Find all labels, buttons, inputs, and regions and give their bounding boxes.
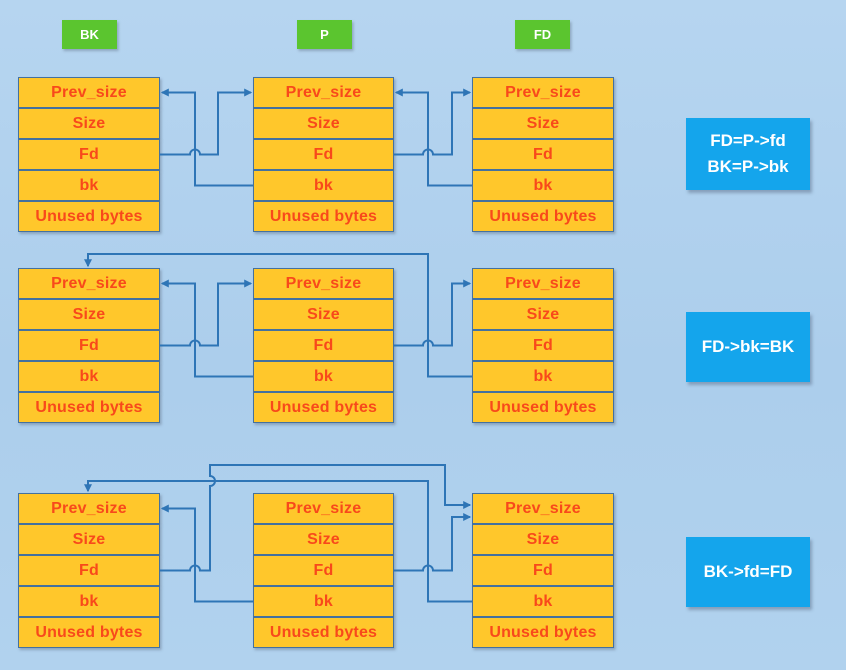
chunk-cell-unused-bytes: Unused bytes: [18, 392, 160, 423]
arrow-r2-p-bk-to-bk: [160, 279, 253, 378]
chunk-cell-fd: Fd: [472, 555, 614, 586]
chunk-cell-bk: bk: [253, 361, 394, 392]
arrow-r1-fd-bk-to-p: [394, 88, 472, 187]
chunk-cell-unused-bytes: Unused bytes: [18, 617, 160, 648]
chunk-cell-fd: Fd: [253, 139, 394, 170]
chunk-cell-unused-bytes: Unused bytes: [472, 617, 614, 648]
chunk-cell-bk: bk: [472, 170, 614, 201]
op-line: BK->fd=FD: [703, 562, 793, 581]
tag-bk: BK: [62, 20, 117, 49]
op-box-step1: FD=P->fd BK=P->bk: [686, 118, 810, 190]
chunk-cell-prev-size: Prev_size: [18, 77, 160, 108]
arrow-r1-p-fd-to-fd: [394, 88, 472, 156]
chunk-cell-unused-bytes: Unused bytes: [18, 201, 160, 232]
chunk-cell-prev-size: Prev_size: [472, 77, 614, 108]
chunk-cell-unused-bytes: Unused bytes: [253, 617, 394, 648]
chunk-cell-fd: Fd: [472, 139, 614, 170]
chunk-cell-unused-bytes: Unused bytes: [253, 201, 394, 232]
chunk-cell-size: Size: [253, 299, 394, 330]
chunk-cell-prev-size: Prev_size: [253, 493, 394, 524]
chunk-cell-bk: bk: [472, 586, 614, 617]
chunk-cell-bk: bk: [253, 170, 394, 201]
arrow-r2-p-fd-to-fd: [394, 279, 472, 347]
arrow-r1-bk-fd-to-p: [160, 88, 253, 156]
chunk-cell-prev-size: Prev_size: [253, 77, 394, 108]
chunk-cell-size: Size: [472, 108, 614, 139]
chunk-cell-fd: Fd: [18, 555, 160, 586]
chunk-cell-bk: bk: [253, 586, 394, 617]
chunk-cell-unused-bytes: Unused bytes: [472, 201, 614, 232]
arrow-r3-p-fd-to-fd: [394, 513, 472, 572]
chunk-cell-bk: bk: [18, 170, 160, 201]
op-box-step2: FD->bk=BK: [686, 312, 810, 382]
chunk-cell-size: Size: [253, 108, 394, 139]
chunk-cell-prev-size: Prev_size: [472, 493, 614, 524]
chunk-cell-prev-size: Prev_size: [18, 493, 160, 524]
chunk-cell-prev-size: Prev_size: [18, 268, 160, 299]
chunk-cell-bk: bk: [18, 361, 160, 392]
chunk-cell-size: Size: [18, 299, 160, 330]
chunk-cell-size: Size: [472, 299, 614, 330]
chunk-cell-size: Size: [18, 108, 160, 139]
chunk-cell-size: Size: [253, 524, 394, 555]
chunk-cell-prev-size: Prev_size: [472, 268, 614, 299]
tag-fd: FD: [515, 20, 570, 49]
chunk-cell-bk: bk: [18, 586, 160, 617]
op-line: BK=P->bk: [707, 157, 789, 176]
op-line: FD=P->fd: [710, 131, 786, 150]
chunk-cell-fd: Fd: [253, 330, 394, 361]
arrow-r1-p-bk-to-bk: [160, 88, 253, 187]
chunk-cell-size: Size: [472, 524, 614, 555]
chunk-cell-fd: Fd: [18, 139, 160, 170]
chunk-cell-prev-size: Prev_size: [253, 268, 394, 299]
chunk-cell-fd: Fd: [472, 330, 614, 361]
tag-p: P: [297, 20, 352, 49]
arrow-r2-bk-fd-to-p: [160, 279, 253, 347]
op-line: FD->bk=BK: [701, 337, 795, 356]
chunk-cell-unused-bytes: Unused bytes: [472, 392, 614, 423]
chunk-cell-fd: Fd: [253, 555, 394, 586]
op-box-step3: BK->fd=FD: [686, 537, 810, 607]
chunk-cell-unused-bytes: Unused bytes: [253, 392, 394, 423]
chunk-cell-size: Size: [18, 524, 160, 555]
chunk-cell-fd: Fd: [18, 330, 160, 361]
chunk-cell-bk: bk: [472, 361, 614, 392]
arrow-r3-p-bk-to-bk: [160, 504, 253, 603]
